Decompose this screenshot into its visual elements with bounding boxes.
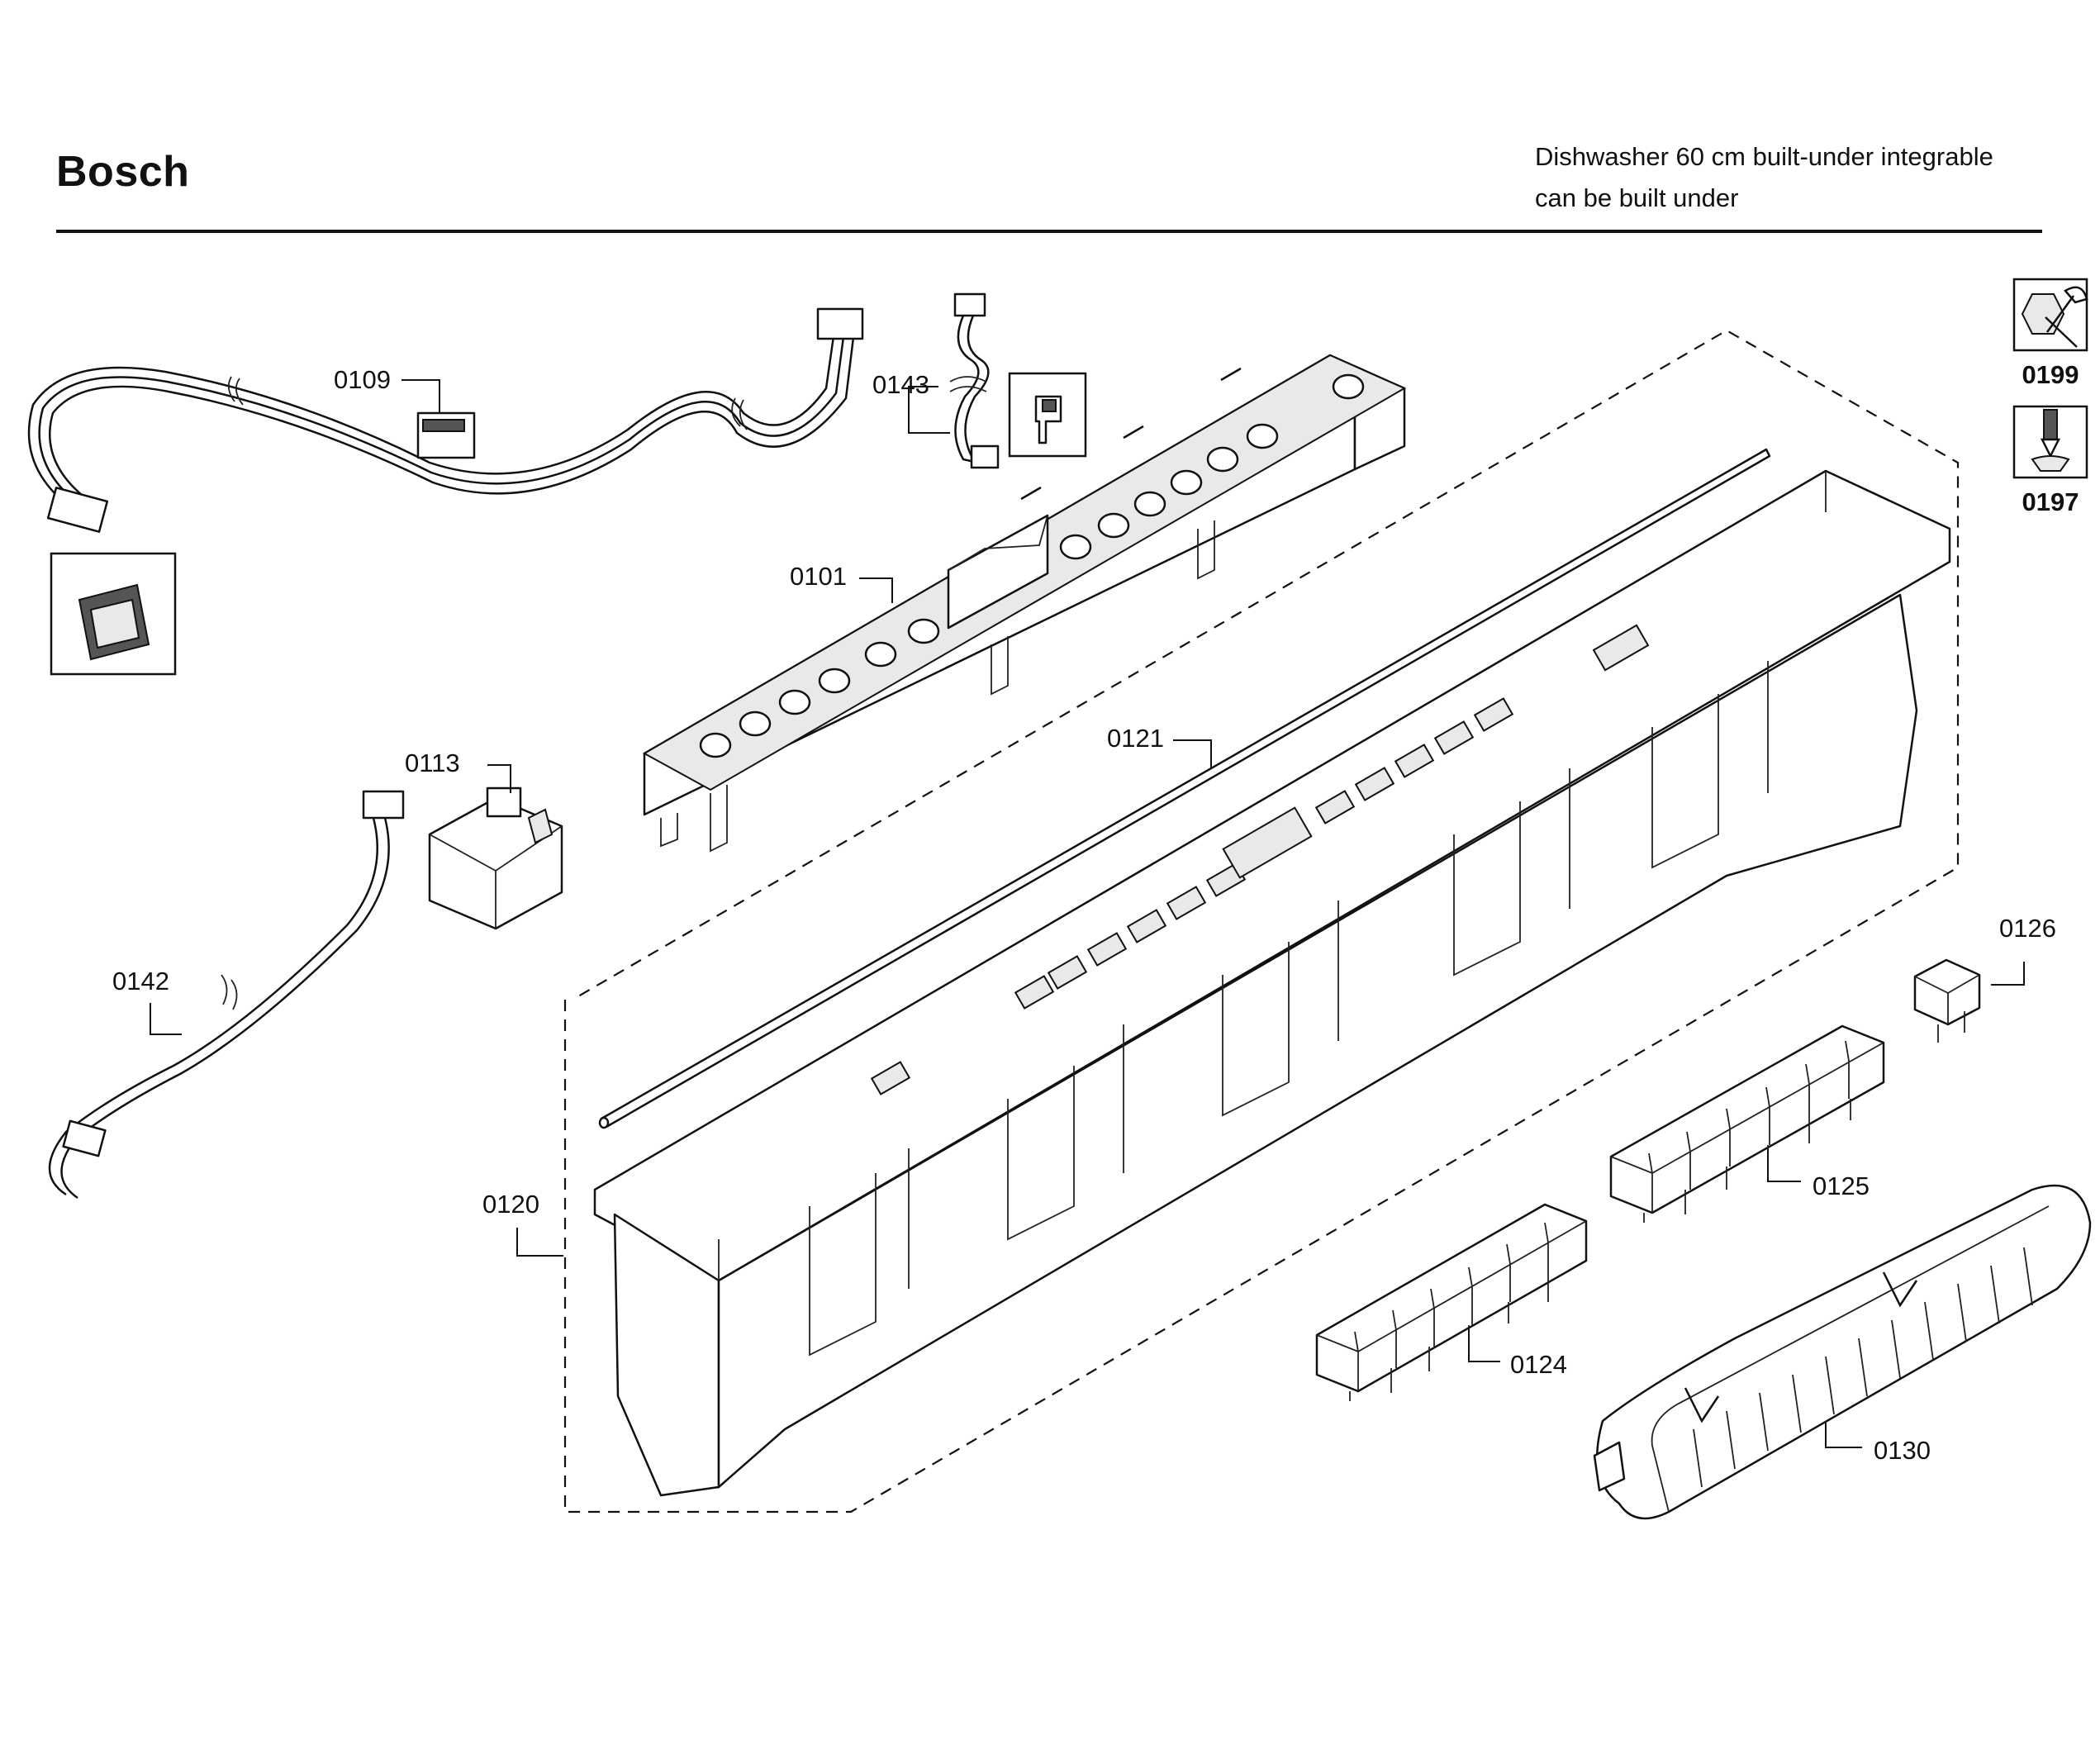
part-label-0101: 0101 [790,562,847,591]
part-label-0120: 0120 [482,1190,539,1219]
control-module-0101 [642,354,1407,853]
part-label-0142: 0142 [112,967,169,996]
control-panel-cover-0130 [1593,1184,2092,1520]
leader-0101 [859,577,893,603]
wire-harness-0109 [27,307,864,533]
single-button-0126 [1913,958,1981,1043]
fascia-slots [870,624,1650,1095]
door-switch-0113 [428,786,563,930]
leader-0124 [1468,1327,1500,1362]
part-label-0113: 0113 [405,748,460,777]
control-panel-fascia-0120 [593,469,1951,1497]
part-label-0121: 0121 [1107,724,1164,753]
part-label-0143: 0143 [872,370,929,399]
connector-detail-inset [50,552,177,676]
description-line-1: Dishwasher 60 cm built-under integrable [1535,142,1993,171]
part-label-0126: 0126 [1999,914,2056,943]
button-set-0125 [1609,1024,1885,1223]
cable-0142 [48,790,405,1200]
part-label-0109: 0109 [334,365,391,394]
tool-number-0197: 0197 [2022,487,2079,516]
control-module-buttons [699,373,1365,758]
leader-0130 [1825,1421,1862,1448]
tool-number-0199: 0199 [2022,360,2079,389]
description-line-2: can be built under [1535,183,1739,212]
header-rule [56,230,2042,233]
leader-0125 [1767,1147,1801,1182]
leader-0113 [487,764,511,793]
part-label-0125: 0125 [1813,1171,1870,1200]
leader-0121 [1173,739,1212,768]
leader-0126 [1991,962,2025,986]
brand-title: Bosch [56,148,190,196]
part-label-0124: 0124 [1510,1350,1567,1379]
leader-0109 [401,379,440,413]
leader-0143 [908,386,950,434]
sensor-cable-0143 [949,292,1087,469]
leader-0142 [150,1003,182,1035]
trim-strip-0121 [598,448,1771,1129]
part-label-0130: 0130 [1874,1436,1931,1465]
screwdriver-icon [2012,405,2088,479]
wrench-nut-icon [2012,278,2088,352]
leader-0120 [516,1228,563,1257]
